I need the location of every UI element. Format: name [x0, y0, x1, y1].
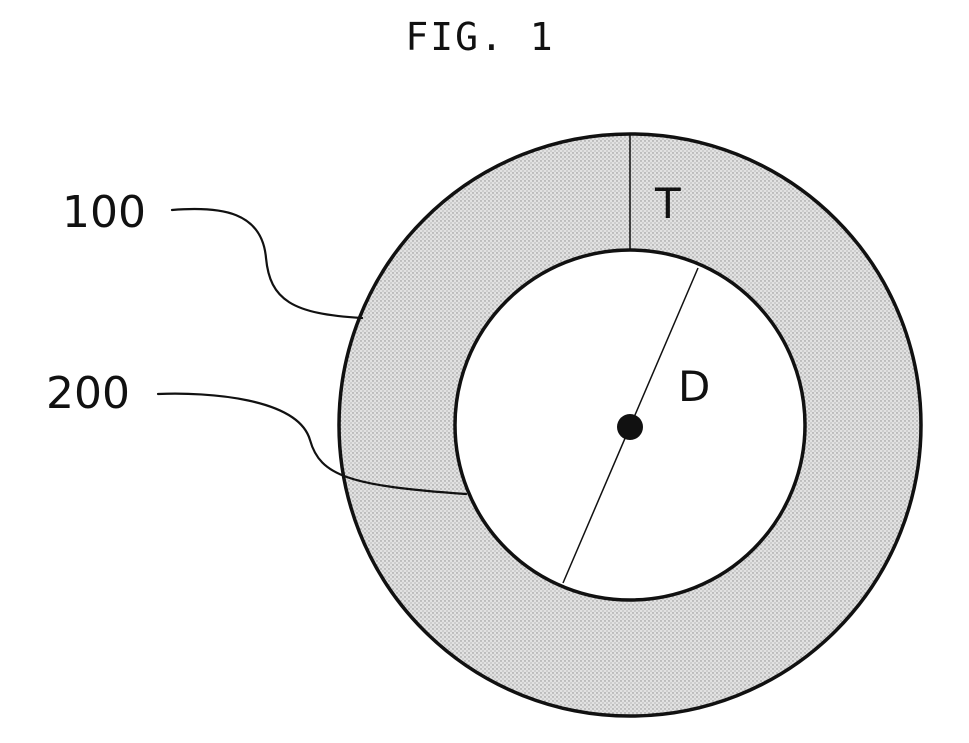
leader-line-100	[172, 209, 362, 318]
center-point	[617, 414, 643, 440]
figure-title: FIG. 1	[405, 15, 554, 59]
diameter-label: D	[678, 362, 710, 411]
reference-numeral-100: 100	[62, 187, 146, 238]
thickness-label: T	[654, 179, 681, 228]
reference-numeral-200: 200	[46, 368, 130, 419]
